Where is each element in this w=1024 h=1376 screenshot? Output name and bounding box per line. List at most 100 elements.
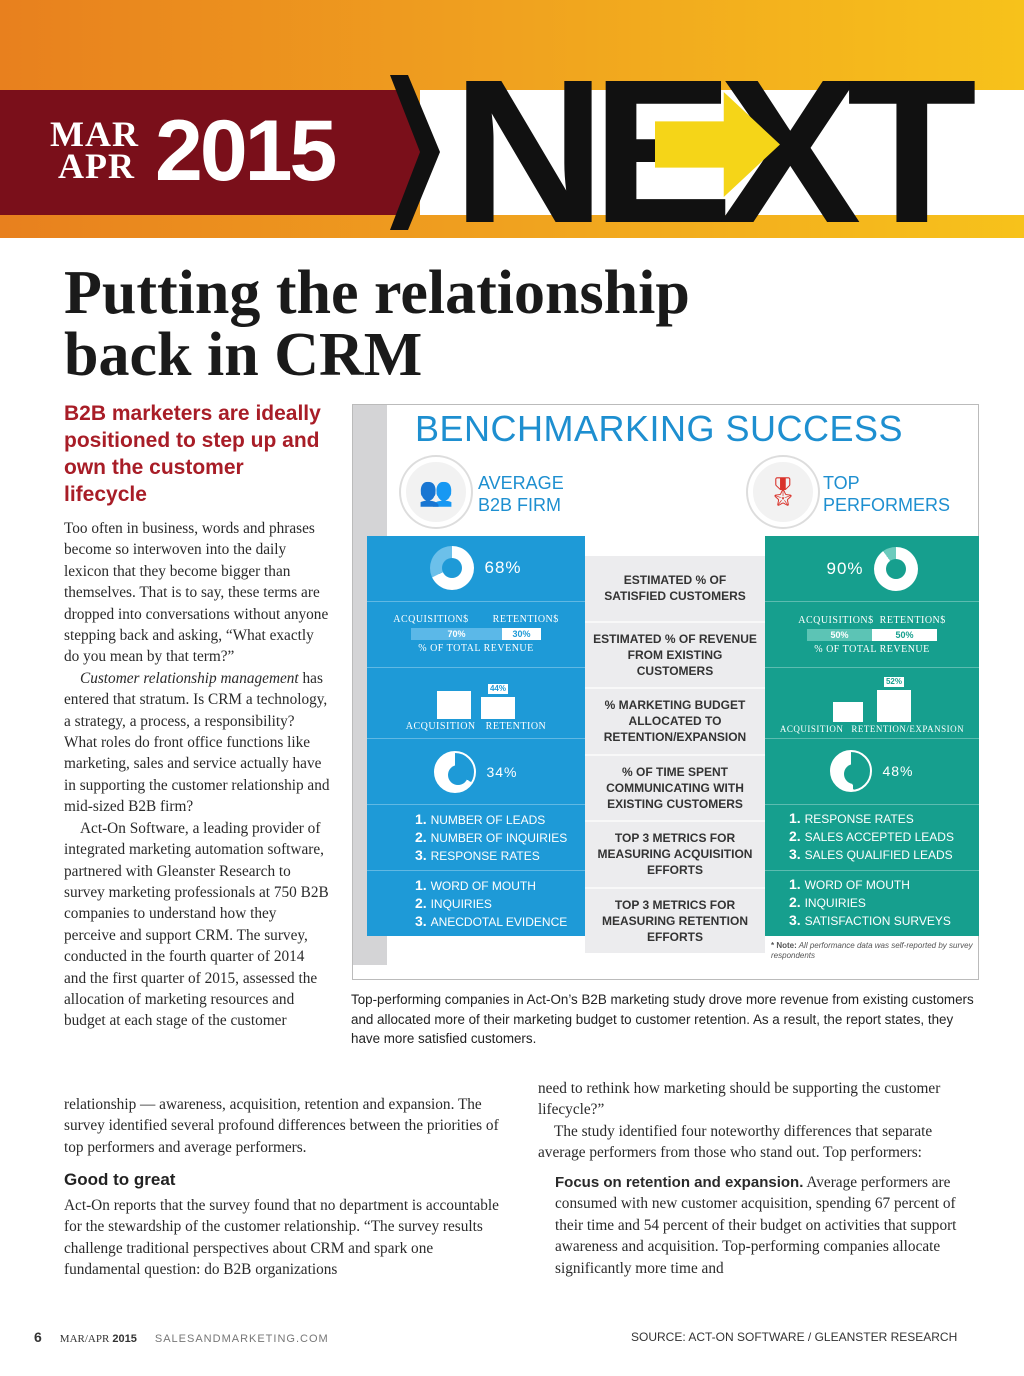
month-1: MAR <box>50 114 139 154</box>
satisfied-value: 68% <box>484 558 522 578</box>
page-footer: 6 MAR/APR 2015 SALESANDMARKETING.COM <box>34 1329 329 1345</box>
body-continued: relationship — awareness, acquisition, r… <box>64 1096 499 1156</box>
label: RETENTION <box>485 721 547 733</box>
paragraph: need to rethink how marketing should be … <box>538 1080 941 1119</box>
ret-rev-value: 50% <box>872 628 937 641</box>
note-text: All performance data was self-reported b… <box>771 941 973 960</box>
acq-rev-value: 70% <box>411 628 502 641</box>
paragraph-text: Average performers are consumed with new… <box>555 1174 957 1277</box>
footer-source: SOURCE: ACT-ON SOFTWARE / GLEANSTER RESE… <box>631 1330 958 1344</box>
top-budget: 52% ACQUISITION RETENTION/EXPANSION <box>765 668 979 739</box>
metric: ANECDOTAL EVIDENCE <box>430 914 568 929</box>
metric-label: TOP 3 METRICS FOR MEASURING ACQUISITION … <box>585 822 765 889</box>
donut-chart-icon <box>873 546 918 591</box>
footer-months: MAR/APR <box>59 1333 110 1345</box>
body-column-2: need to rethink how marketing should be … <box>538 1078 978 1164</box>
acq-budget-bar <box>833 701 863 722</box>
month-2: APR <box>58 146 135 186</box>
rev-label: % OF TOTAL REVENUE <box>814 643 930 655</box>
time-value: 34% <box>486 763 518 780</box>
issue-year: 2015 <box>155 103 337 199</box>
section-heading: Good to great <box>64 1170 176 1189</box>
ret-rev-value: 30% <box>502 628 541 641</box>
top-time: 48% <box>765 739 979 805</box>
stopwatch-icon <box>434 750 477 793</box>
metric-label: ESTIMATED % OF REVENUE FROM EXISTING CUS… <box>585 623 765 689</box>
title-line-2: back in CRM <box>64 321 423 389</box>
infographic-caption: Top-performing companies in Act-On’s B2B… <box>351 992 974 1047</box>
group-icon: 👥 <box>401 457 471 527</box>
rev-label: % OF TOTAL REVENUE <box>418 643 534 655</box>
metric: INQUIRIES <box>430 896 492 911</box>
revenue-split-bar: 70%30% <box>411 628 541 641</box>
ret-label: RETENTION$ <box>879 614 946 626</box>
infographic-title: BENCHMARKING SUCCESS <box>415 408 904 449</box>
top-revenue: ACQUISITION$ RETENTION$ 50%50% % OF TOTAL R… <box>765 602 979 669</box>
metric-label: % MARKETING BUDGET ALLOCATED TO RETENTIO… <box>585 689 765 756</box>
top-satisfied: 90% <box>765 536 979 603</box>
donut-chart-icon <box>430 546 475 591</box>
revenue-split-bar: 50%50% <box>807 628 937 641</box>
budget-value: 44% <box>487 684 508 695</box>
average-panel: 68% ACQUISITION$ RETENTION$ 70%30% % OF TOT… <box>367 536 585 936</box>
page-number: 6 <box>34 1329 42 1345</box>
award-ribbon-icon: 🎖 <box>748 457 818 527</box>
avg-time: 34% <box>367 739 585 806</box>
satisfied-value: 90% <box>826 558 864 578</box>
metric: RESPONSE RATES <box>804 812 914 827</box>
label-line: AVERAGE <box>478 473 564 493</box>
budget-value: 52% <box>883 676 904 687</box>
metric: SALES ACCEPTED LEADS <box>804 830 954 845</box>
paragraph: The study identified four noteworthy dif… <box>538 1122 933 1162</box>
run-in-heading: Focus on retention and expansion. <box>555 1174 804 1191</box>
paragraph: Act-On reports that the survey found tha… <box>64 1197 499 1279</box>
footer-year: 2015 <box>112 1333 137 1345</box>
metric-label: ESTIMATED % OF SATISFIED CUSTOMERS <box>585 556 765 623</box>
paragraph: Too often in business, words and phrases… <box>64 520 329 666</box>
stopwatch-icon <box>830 750 873 793</box>
infographic-note: * Note: All performance data was self-re… <box>771 941 978 961</box>
title-line-1: Putting the relationship <box>64 259 690 327</box>
ret-label: RETENTION$ <box>492 614 559 626</box>
metric: NUMBER OF INQUIRIES <box>430 830 568 845</box>
issue-date-band <box>0 90 430 215</box>
metric: INQUIRIES <box>804 896 866 911</box>
metrics-column: ESTIMATED % OF SATISFIED CUSTOMERS ESTIM… <box>585 556 765 953</box>
metric: SATISFACTION SURVEYS <box>804 914 951 929</box>
paragraph: Customer relationship management has ent… <box>64 668 330 818</box>
ret-budget-bar <box>481 697 515 720</box>
avg-revenue: ACQUISITION$ RETENTION$ 70%30% % OF TOTAL R… <box>367 602 585 668</box>
avg-budget: 44% ACQUISITION RETENTION <box>367 668 585 740</box>
metric: RESPONSE RATES <box>430 848 540 863</box>
acq-rev-value: 50% <box>807 628 872 641</box>
top-performers-panel: 90% ACQUISITION$ RETENTION$ 50%50% % OF TOT… <box>765 536 979 936</box>
label: ACQUISITION <box>405 721 476 733</box>
paragraph: Focus on retention and expansion. Averag… <box>555 1172 965 1279</box>
acq-label: ACQUISITION$ <box>798 614 874 626</box>
avg-satisfied: 68% <box>367 536 585 602</box>
paragraph: Act-On Software, a leading provider of i… <box>64 819 329 1030</box>
paragraph-text: has entered that stratum. Is CRM a techn… <box>64 669 330 816</box>
label: RETENTION/EXPANSION <box>851 723 965 734</box>
ret-budget-bar <box>877 689 911 722</box>
time-value: 48% <box>882 763 914 780</box>
acq-label: ACQUISITION$ <box>393 614 469 626</box>
metric: NUMBER OF LEADS <box>430 812 546 827</box>
body-column-1: Too often in business, words and phrases… <box>64 518 330 1032</box>
note-label: * Note: <box>771 941 797 950</box>
metric-label: TOP 3 METRICS FOR MEASURING RETENTION EF… <box>601 897 748 944</box>
acq-budget-bar <box>437 691 471 720</box>
label-line: B2B FIRM <box>478 495 562 515</box>
label: ACQUISITION <box>779 723 844 734</box>
label-line: TOP <box>823 473 860 493</box>
article-subhead: B2B marketers are ideally positioned to … <box>64 402 321 506</box>
italic-term: Customer relationship management <box>80 669 299 687</box>
